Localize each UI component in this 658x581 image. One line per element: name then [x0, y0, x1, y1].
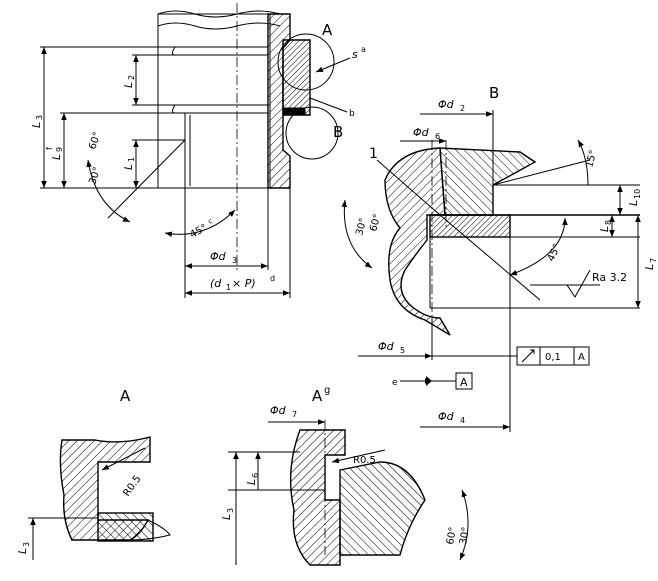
detail-circle-A — [277, 33, 335, 91]
detailAg-body — [289, 429, 346, 566]
svg-text:10: 10 — [633, 189, 642, 199]
break-line-top-2 — [157, 22, 281, 30]
svg-text:2: 2 — [460, 104, 465, 113]
dim-L1: L — [122, 164, 135, 170]
svg-text:3: 3 — [35, 115, 44, 120]
dim-L8: L — [598, 226, 611, 232]
detailAg-seal — [339, 461, 426, 556]
svg-text:c: c — [207, 217, 214, 226]
break-line-top — [157, 10, 290, 18]
dim-L7: L — [643, 264, 656, 270]
label-e: e — [392, 378, 398, 388]
angle-B-60: 60° — [368, 213, 383, 233]
nut-body — [157, 54, 269, 106]
detailAg-radius: R0.5 — [353, 455, 376, 466]
svg-text:6: 6 — [251, 473, 260, 478]
detail-Ag-view: A g Φd 7 R0.5 L 6 L 3 60° 30° — [220, 385, 472, 566]
detailA-radius: R0.5 — [121, 474, 143, 499]
angle-B-30: 30° — [354, 217, 369, 237]
label-b: b — [349, 109, 355, 119]
detailA-seal — [97, 512, 154, 542]
detail-circle-B — [285, 106, 339, 160]
dim-phi-d7: Φd — [270, 404, 287, 417]
stud-outline — [157, 13, 271, 189]
datum-A: A — [460, 376, 468, 389]
runout-icon — [521, 349, 535, 363]
tolerance-datum: A — [578, 352, 585, 363]
dim-phi-d4: Φd — [438, 410, 455, 423]
svg-text:7: 7 — [292, 410, 297, 419]
fitting-wall — [267, 13, 291, 189]
detailAg-dim-L3: L — [220, 514, 233, 520]
detailB-upper-body — [439, 147, 537, 216]
svg-text:5: 5 — [400, 346, 405, 355]
item-1: 1 — [369, 146, 378, 162]
svg-text:× P): × P) — [232, 277, 256, 290]
svg-text:7: 7 — [649, 258, 658, 263]
roughness-symbol: Ra 3.2 — [592, 271, 627, 284]
svg-text:1: 1 — [226, 283, 231, 292]
detail-A-view: A R0.5 L 3 — [16, 387, 171, 560]
svg-text:9: 9 — [55, 147, 64, 152]
dim-phi-d3: Φd — [210, 250, 227, 263]
angle-60: 60° — [87, 131, 103, 151]
detail-Ag-title: A — [312, 387, 323, 405]
svg-text:2: 2 — [127, 75, 136, 80]
svg-text:8: 8 — [604, 220, 613, 225]
main-view: A B s a b L 3 L 9 f L 2 — [30, 3, 366, 298]
angle-45c: 45° — [188, 223, 209, 241]
datum-box — [455, 372, 473, 390]
angle-B-45: 45° — [546, 243, 563, 264]
callout-B: B — [333, 123, 343, 141]
tolerance-value: 0,1 — [545, 352, 561, 363]
detailA-dim-L3: L — [16, 548, 29, 554]
svg-text:3: 3 — [226, 508, 235, 513]
detailB-insert — [429, 214, 511, 238]
label-s: s — [352, 48, 358, 61]
detailAg-angle-60: 60° — [445, 526, 459, 545]
dim-phi-d2: Φd — [438, 98, 455, 111]
svg-text:4: 4 — [460, 416, 465, 425]
seal-ring — [282, 39, 311, 116]
svg-text:a: a — [361, 45, 366, 54]
detail-B-title: B — [489, 84, 499, 102]
svg-text:6: 6 — [435, 132, 440, 141]
svg-text:1: 1 — [127, 157, 136, 162]
angle-15: 15° — [584, 149, 599, 169]
callout-A: A — [322, 21, 333, 39]
svg-text:3: 3 — [22, 542, 31, 547]
angle-30: 30° — [87, 166, 103, 186]
dim-L3: L — [30, 122, 43, 128]
dim-L10: L — [627, 200, 640, 206]
detail-B-view: B 1 Φd 2 Φd 6 15° — [341, 84, 658, 432]
dim-phi-d5: Φd — [378, 340, 395, 353]
svg-text:g: g — [324, 385, 330, 396]
svg-text:f: f — [45, 147, 54, 150]
dim-phi-d6: Φd — [413, 126, 430, 139]
seal-insert — [282, 107, 306, 116]
svg-text:d: d — [270, 274, 275, 283]
dim-d1xP: (d — [210, 277, 222, 290]
detailAg-angle-30: 30° — [458, 526, 472, 545]
tolerance-frame — [516, 346, 590, 366]
svg-text:3: 3 — [232, 256, 237, 265]
dim-L2: L — [122, 82, 135, 88]
detail-A-title: A — [120, 387, 131, 405]
dim-L9: L — [50, 154, 63, 160]
dim-L6: L — [245, 479, 258, 485]
